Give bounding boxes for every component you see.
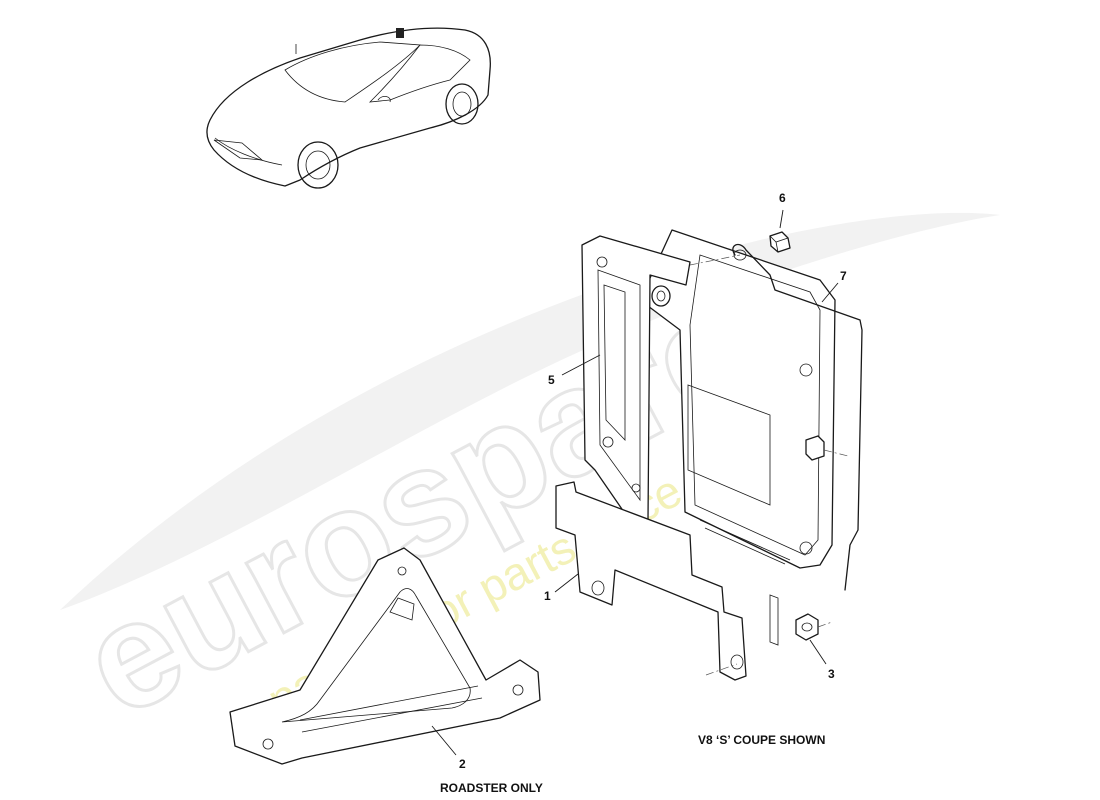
callout-7: 7 <box>840 269 847 283</box>
leader-3 <box>809 639 827 665</box>
part-5-frame <box>581 235 691 529</box>
caption-coupe-shown: V8 ‘S’ COUPE SHOWN <box>698 733 825 747</box>
car-thumbnail <box>206 27 491 189</box>
part-1-bracket <box>555 481 779 681</box>
leader-lines <box>431 209 839 756</box>
leader-7 <box>821 282 839 303</box>
car-body <box>206 27 491 187</box>
part-7-ecu <box>639 229 863 591</box>
car-grille <box>213 139 264 161</box>
callout-6: 6 <box>779 191 786 205</box>
frame-top-spacer <box>651 285 671 307</box>
leader-5 <box>561 354 601 376</box>
leader-1 <box>554 573 579 593</box>
leader-6 <box>779 209 784 229</box>
car-rear-wheel <box>445 83 479 125</box>
watermark-swoosh <box>60 212 1000 610</box>
part-2-roadster-bracket <box>229 547 541 765</box>
car-location-marker <box>396 28 404 38</box>
leader-2 <box>431 725 457 756</box>
car-mirror <box>377 96 391 103</box>
callout-5: 5 <box>548 373 555 387</box>
car-side-window <box>368 44 471 103</box>
ecu-wire-loop <box>732 243 863 591</box>
ecu-side-spacer <box>805 435 849 461</box>
callout-1: 1 <box>544 589 551 603</box>
caption-roadster-only: ROADSTER ONLY <box>440 781 543 795</box>
part-3-nut <box>795 613 833 641</box>
part-6-bolt <box>769 231 791 253</box>
car-windscreen <box>284 41 421 103</box>
car-front-wheel <box>297 141 339 189</box>
callout-3: 3 <box>828 667 835 681</box>
callout-2: 2 <box>459 757 466 771</box>
